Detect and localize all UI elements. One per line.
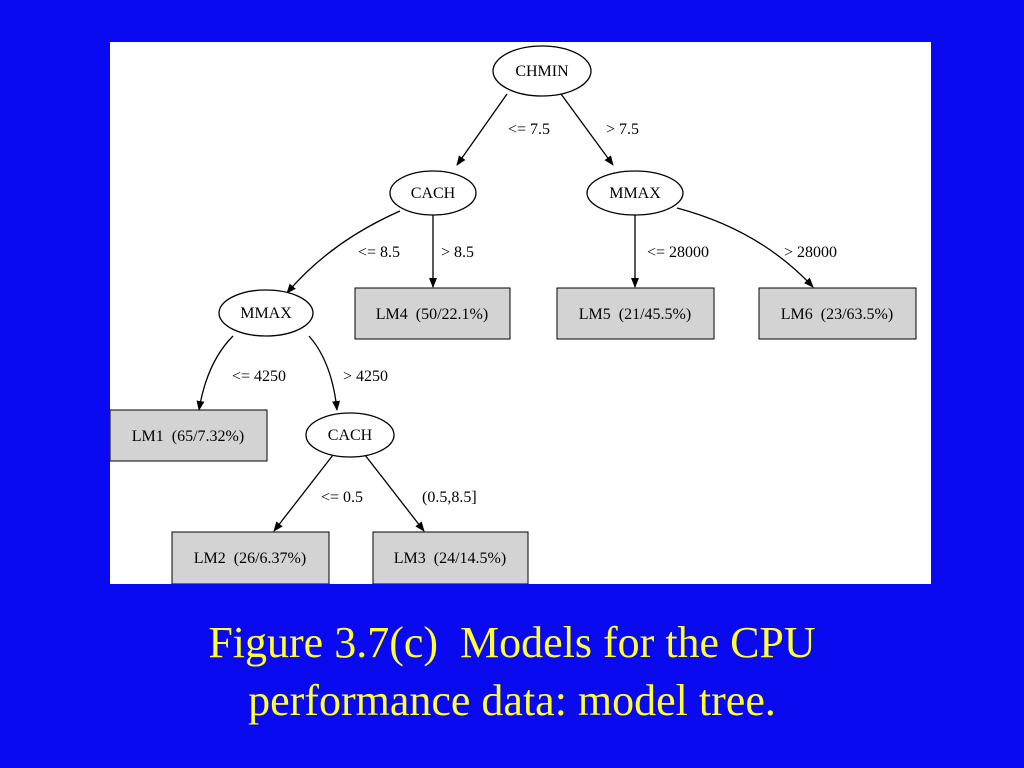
edge-label-cach1-lm4: > 8.5 bbox=[441, 244, 474, 261]
edge-cach2-lm2 bbox=[273, 454, 334, 532]
leaf-label-lm5: LM5 (21/45.5%) bbox=[579, 306, 691, 323]
node-label-cach-lower: CACH bbox=[328, 427, 373, 444]
leaf-lm6: LM6 (23/63.5%) bbox=[758, 287, 917, 340]
edge-label-root-cach1: <= 7.5 bbox=[508, 121, 550, 138]
edge-label-mmax2-lm1: <= 4250 bbox=[232, 368, 286, 385]
leaf-label-lm6: LM6 (23/63.5%) bbox=[781, 306, 893, 323]
edge-mmax2-cach2 bbox=[308, 335, 341, 411]
leaf-lm1: LM1 (65/7.32%) bbox=[110, 409, 268, 462]
leaf-label-lm4: LM4 (50/22.1%) bbox=[376, 306, 488, 323]
node-label-cach-upper: CACH bbox=[411, 185, 456, 202]
edge-label-cach2-lm3: (0.5,8.5] bbox=[422, 489, 477, 506]
edge-label-root-mmax1: > 7.5 bbox=[606, 121, 639, 138]
node-mmax-right: MMAX bbox=[586, 170, 684, 216]
node-cach-upper: CACH bbox=[389, 170, 477, 216]
model-tree-panel: <= 7.5 > 7.5 <= 8.5 > 8.5 <= 28000 > 280… bbox=[110, 42, 931, 584]
node-label-mmax-right: MMAX bbox=[609, 185, 661, 202]
caption-line-2: performance data: model tree. bbox=[248, 676, 776, 725]
edge-cach2-lm3 bbox=[364, 454, 425, 532]
figure-caption: Figure 3.7(c) Models for the CPU perform… bbox=[0, 614, 1024, 730]
edge-mmax1-lm6 bbox=[676, 207, 814, 288]
node-label-chmin: CHMIN bbox=[515, 63, 569, 80]
model-tree-diagram: <= 7.5 > 7.5 <= 8.5 > 8.5 <= 28000 > 280… bbox=[110, 45, 917, 584]
leaf-lm4: LM4 (50/22.1%) bbox=[354, 287, 511, 340]
leaf-lm5: LM5 (21/45.5%) bbox=[556, 287, 715, 340]
caption-line-1: Figure 3.7(c) Models for the CPU bbox=[208, 618, 816, 667]
node-label-mmax-left: MMAX bbox=[240, 305, 292, 322]
node-mmax-left: MMAX bbox=[218, 289, 314, 337]
edge-label-cach2-lm2: <= 0.5 bbox=[321, 489, 363, 506]
leaf-lm3: LM3 (24/14.5%) bbox=[372, 531, 529, 584]
edge-label-mmax1-lm5: <= 28000 bbox=[647, 244, 709, 261]
edge-root-cach1 bbox=[456, 93, 508, 166]
leaf-lm2: LM2 (26/6.37%) bbox=[171, 531, 330, 584]
leaf-label-lm1: LM1 (65/7.32%) bbox=[132, 428, 244, 445]
edge-root-mmax1 bbox=[560, 93, 614, 166]
edge-label-mmax1-lm6: > 28000 bbox=[784, 244, 837, 261]
edge-label-mmax2-cach2: > 4250 bbox=[343, 368, 388, 385]
leaf-label-lm3: LM3 (24/14.5%) bbox=[394, 550, 506, 567]
edge-cach1-mmax2 bbox=[286, 210, 401, 294]
edge-mmax2-lm1 bbox=[196, 335, 234, 411]
node-cach-lower: CACH bbox=[305, 412, 395, 458]
edge-label-cach1-mmax2: <= 8.5 bbox=[358, 244, 400, 261]
node-chmin: CHMIN bbox=[492, 45, 592, 97]
leaf-label-lm2: LM2 (26/6.37%) bbox=[194, 550, 306, 567]
